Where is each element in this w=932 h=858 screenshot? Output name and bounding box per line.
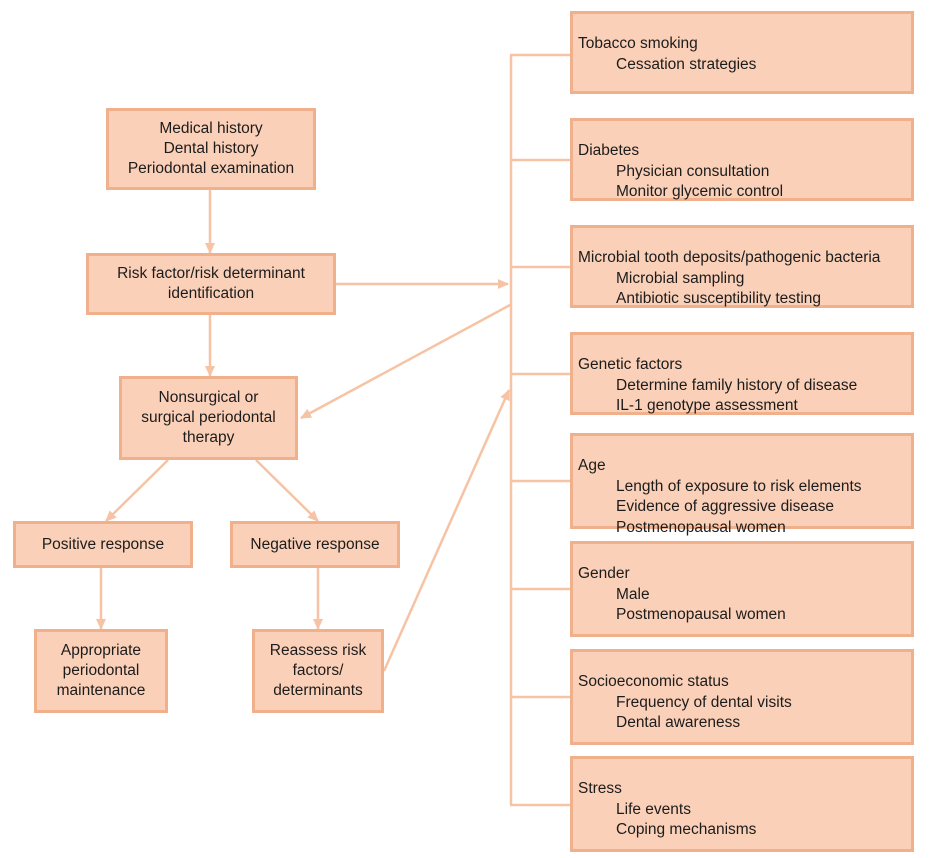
risk-factor-item: Postmenopausal women bbox=[616, 518, 786, 536]
risk-factor-title: Microbial tooth deposits/pathogenic bact… bbox=[578, 249, 881, 266]
reassess-line-2: factors/ bbox=[292, 662, 344, 679]
arrow-risk-factors-to-therapy bbox=[300, 303, 511, 420]
risk-factor-tobacco-box: Tobacco smoking Cessation strategies bbox=[570, 11, 914, 94]
risk-factor-genetic-box: Genetic factors Determine family history… bbox=[570, 332, 914, 415]
risk-factor-diabetes-box: Diabetes Physician consultation Monitor … bbox=[570, 118, 914, 201]
risk-factor-title: Tobacco smoking bbox=[578, 35, 698, 52]
risk-factor-gender-box: Gender Male Postmenopausal women bbox=[570, 541, 914, 637]
risk-factor-item: Cessation strategies bbox=[616, 55, 757, 73]
reassess-box: Reassess risk factors/ determinants bbox=[252, 629, 384, 713]
maintenance-line-2: periodontal bbox=[62, 662, 140, 679]
reassess-line-3: determinants bbox=[273, 682, 363, 699]
therapy-line-2: surgical periodontal bbox=[141, 409, 276, 426]
risk-factor-item: Coping mechanisms bbox=[616, 821, 757, 838]
risk-factor-item: IL-1 genotype assessment bbox=[616, 397, 798, 414]
risk-factor-microbial-box: Microbial tooth deposits/pathogenic bact… bbox=[570, 225, 914, 308]
assessment-line-2: Dental history bbox=[163, 140, 259, 157]
risk-factor-title: Stress bbox=[578, 780, 622, 797]
risk-factor-title: Socioeconomic status bbox=[578, 673, 729, 690]
risk-identification-line-1: Risk factor/risk determinant bbox=[117, 265, 305, 282]
risk-factor-item: Microbial sampling bbox=[616, 269, 745, 287]
risk-factor-item: Postmenopausal women bbox=[616, 606, 786, 623]
risk-factor-title: Diabetes bbox=[578, 142, 640, 159]
arrow-therapy-to-positive bbox=[105, 459, 169, 522]
risk-factor-item: Physician consultation bbox=[616, 162, 770, 180]
risk-identification-line-2: identification bbox=[167, 285, 255, 302]
negative-response-label: Negative response bbox=[250, 535, 380, 553]
therapy-line-1: Nonsurgical or bbox=[158, 389, 259, 406]
maintenance-box: Appropriate periodontal maintenance bbox=[34, 629, 168, 713]
risk-factor-title: Genetic factors bbox=[578, 356, 683, 373]
periodontal-therapy-box: Nonsurgical or surgical periodontal ther… bbox=[119, 376, 298, 460]
assessment-line-1: Medical history bbox=[159, 120, 263, 137]
assessment-line-3: Periodontal examination bbox=[127, 160, 295, 177]
risk-factor-item: Antibiotic susceptibility testing bbox=[616, 290, 822, 307]
positive-response-label: Positive response bbox=[41, 535, 165, 553]
risk-factor-item: Determine family history of disease bbox=[616, 376, 858, 394]
risk-factor-item: Male bbox=[616, 585, 650, 603]
risk-factor-item: Monitor glycemic control bbox=[616, 183, 784, 200]
risk-factor-item: Frequency of dental visits bbox=[616, 693, 792, 711]
therapy-line-3: therapy bbox=[182, 429, 235, 446]
positive-response-box: Positive response bbox=[13, 521, 193, 568]
risk-factor-socioeconomic-box: Socioeconomic status Frequency of dental… bbox=[570, 649, 914, 745]
risk-identification-box: Risk factor/risk determinant identificat… bbox=[86, 253, 336, 315]
arrow-therapy-to-negative bbox=[255, 459, 319, 522]
risk-factor-item: Life events bbox=[616, 800, 691, 818]
maintenance-line-1: Appropriate bbox=[60, 642, 142, 659]
risk-factor-item: Length of exposure to risk elements bbox=[616, 477, 862, 495]
arrow-reassess-to-risk-factors bbox=[382, 389, 511, 672]
maintenance-line-3: maintenance bbox=[56, 682, 146, 699]
risk-factor-item: Evidence of aggressive disease bbox=[616, 498, 834, 515]
risk-factor-title: Gender bbox=[578, 565, 630, 582]
risk-factor-item: Dental awareness bbox=[616, 714, 741, 731]
negative-response-box: Negative response bbox=[230, 521, 400, 568]
risk-factor-title: Age bbox=[578, 457, 606, 474]
risk-factor-age-box: Age Length of exposure to risk elements … bbox=[570, 433, 914, 536]
risk-factor-stress-box: Stress Life events Coping mechanisms bbox=[570, 756, 914, 852]
assessment-box: Medical history Dental history Periodont… bbox=[106, 108, 316, 190]
reassess-line-1: Reassess risk bbox=[269, 642, 367, 659]
